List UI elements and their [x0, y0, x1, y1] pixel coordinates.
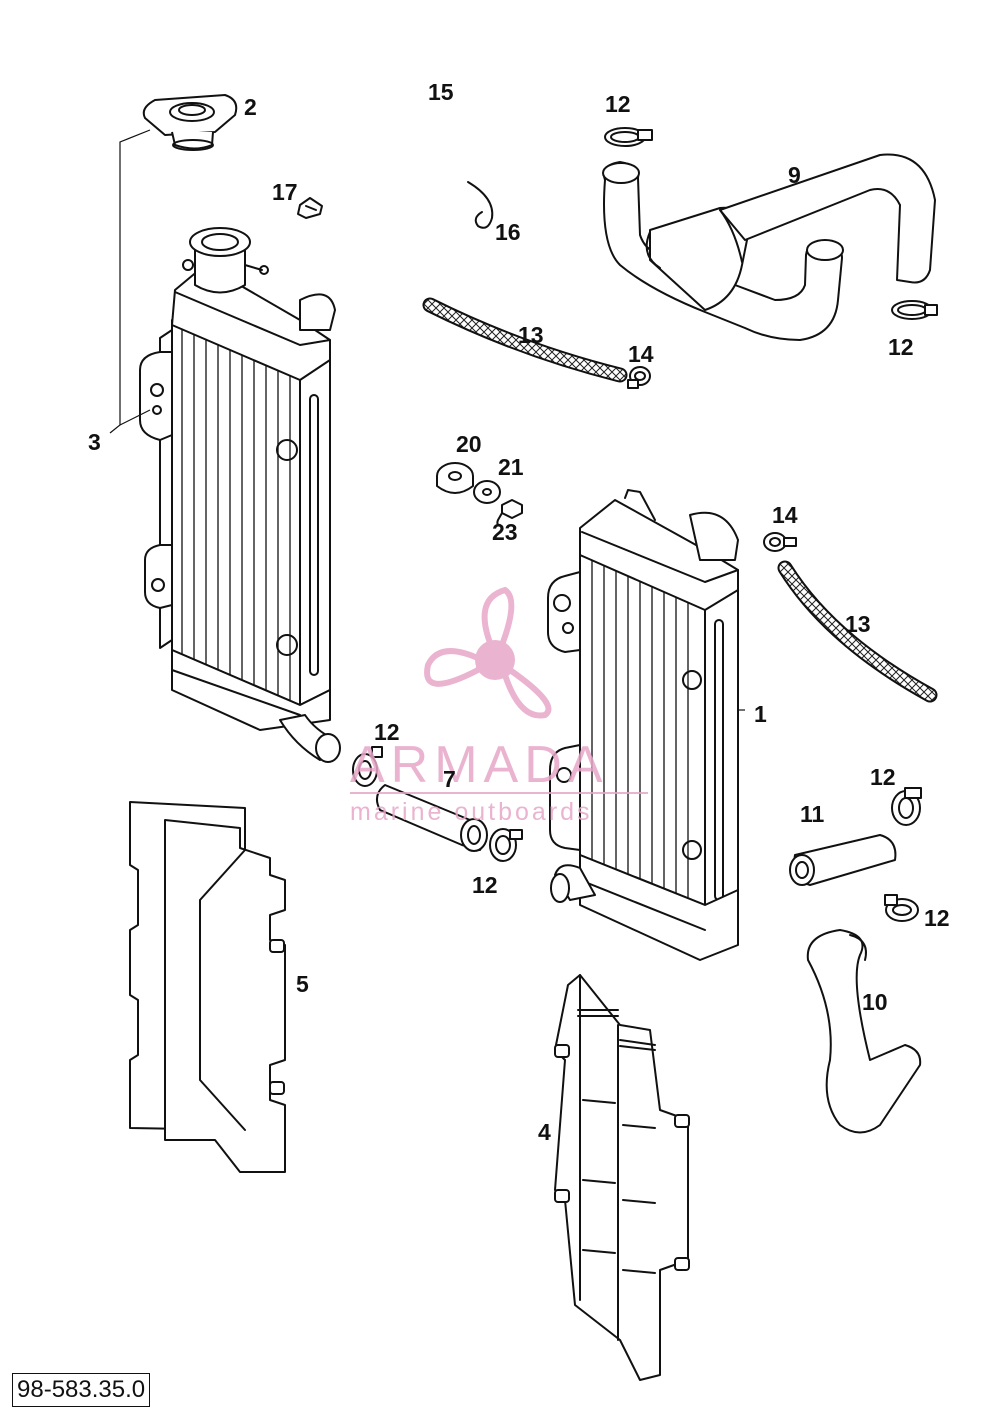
label-part-3: 3: [88, 429, 101, 455]
hose-clamp-12-right-lower: [884, 894, 919, 922]
label-part-20: 20: [456, 431, 482, 457]
label-part-17: 17: [272, 179, 298, 205]
screw-23: [496, 499, 523, 526]
hose-clamp-12-right: [891, 300, 938, 320]
label-part-16: 16: [495, 219, 521, 245]
hose-clamp-12-left-upper: [352, 746, 383, 787]
label-part-9: 9: [788, 162, 801, 188]
radiator-right-fins: [591, 560, 689, 900]
label-part-12-left-lower: 12: [472, 872, 498, 898]
mesh-hose-13-lower: [777, 560, 938, 703]
small-clamp-14-lower: [763, 532, 797, 552]
radiator-shroud-5: [129, 801, 286, 1173]
washer-21: [473, 480, 501, 504]
y-hose: [602, 153, 936, 341]
label-part-12-left-upper: 12: [374, 719, 400, 745]
watermark: ARMADA marine outboards: [350, 586, 648, 826]
hose-clamp-12-top: [604, 127, 653, 147]
radiator-shroud-4: [554, 974, 690, 1381]
label-part-12-right: 12: [888, 334, 914, 360]
label-part-2: 2: [244, 94, 257, 120]
radiator-cap: [142, 94, 238, 151]
small-clamp-14-upper: [627, 366, 651, 389]
label-part-14-lower: 14: [772, 502, 798, 528]
hose-clamp-12-right-upper: [891, 787, 922, 826]
watermark-brand: ARMADA: [350, 736, 608, 794]
mesh-hose-13-upper: [422, 297, 628, 383]
label-part-12-right-lower: 12: [924, 905, 950, 931]
vent-hose: [344, 52, 489, 181]
hose-clamp-12-left-lower: [489, 828, 523, 862]
label-part-13-lower: 13: [845, 611, 871, 637]
radiator-right: [547, 489, 739, 961]
part-labels: 2 3 15 17 16 12 9 12 13 14 20 21 23 14 1…: [88, 79, 950, 1145]
screw-17: [297, 197, 323, 219]
label-part-10: 10: [862, 989, 888, 1015]
diagram-reference-code: 98-583.35.0: [12, 1373, 151, 1407]
label-part-14-upper: 14: [628, 341, 654, 367]
bent-hose-10: [806, 929, 922, 1134]
label-part-15: 15: [428, 79, 454, 105]
label-part-12-top: 12: [605, 91, 631, 117]
label-part-11: 11: [800, 801, 825, 827]
label-part-1: 1: [754, 701, 767, 727]
label-part-23: 23: [492, 519, 518, 545]
label-part-12-right-upper: 12: [870, 764, 896, 790]
watermark-tagline: marine outboards: [350, 798, 593, 826]
label-part-7: 7: [443, 766, 456, 792]
hose-clip: [467, 181, 494, 229]
connecting-hose-11: [789, 834, 897, 886]
propeller-logo-icon: [424, 586, 552, 719]
label-part-5: 5: [296, 971, 309, 997]
label-part-21: 21: [498, 454, 524, 480]
radiator-left: [139, 227, 341, 763]
label-part-13-upper: 13: [518, 322, 544, 348]
grommet-20: [436, 462, 474, 494]
label-part-4: 4: [538, 1119, 551, 1145]
